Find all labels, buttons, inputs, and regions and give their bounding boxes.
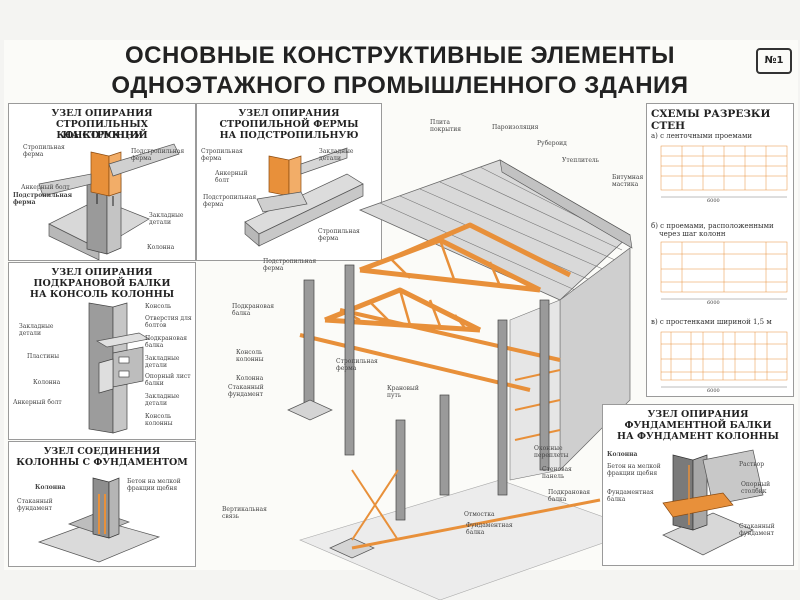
label-foundation: Стаканный фундамент [739,523,775,537]
label-main-column-console: Консоль колонны [236,349,264,363]
scheme-a-caption: а) с ленточными проемами [651,132,753,140]
label-main-crane-beam-2: Подкрановая балка [548,489,591,503]
sheet-number-badge: №1 [756,48,792,74]
label-embedded: Закладные детали [149,212,184,226]
panel-heading-line3: НА ФУНДАМЕНТ КОЛОННЫ [617,431,779,442]
scheme-c-dim: 6000 [707,388,720,394]
label-subtruss: Подстропильная ферма [203,194,257,208]
label-main-subtruss: Подстропильная ферма [263,258,317,272]
label-concrete: Бетон на мелкой фракции щебня [127,478,181,492]
label-column: Колонна [147,244,175,251]
label-column-console: Консоль колонны [145,413,173,427]
foundation-beam-drawing [662,449,764,556]
scheme-c-caption: в) с простенками шириной 1,5 м [651,318,772,326]
label-foundation: Стаканный фундамент [17,498,53,512]
scheme-b-dim: 6000 [707,300,720,306]
label-ruberoid: Рубероид [537,140,567,147]
crane-beam-drawing [88,302,150,434]
label-anchor-bolt: Анкерный болт [215,170,248,184]
label-crane-way: Крановый путь [387,385,419,399]
panel-heading-line1: УЗЕЛ ОПИРАНИЯ [647,409,749,420]
label-concrete: Бетон на мелкой фракции щебня [607,463,661,477]
label-support-post: Опорный столбик [741,481,771,495]
panel-truss-column: УЗЕЛ ОПИРАНИЯ СТРОПИЛЬНЫХ КОНСТРУКЦИЙ НА… [8,103,196,261]
poster-title-line2: ОДНОЭТАЖНОГО ПРОМЫШЛЕННОГО ЗДАНИЯ [111,72,689,99]
label-main-crane-beam: Подкрановая балка [232,303,275,317]
label-console: Консоль [145,303,172,310]
panel-truss-subtruss: УЗЕЛ ОПИРАНИЯ СТРОПИЛЬНОЙ ФЕРМЫ НА ПОДСТ… [196,103,382,261]
label-truss: Стропильная ферма [23,144,65,158]
panel-heading-line2: СТРОПИЛЬНЫХ КОНСТРУКЦИЙ [56,119,148,141]
label-column: Колонна [607,451,638,458]
panel-heading-line2: ФУНДАМЕНТНОЙ БАЛКИ [624,420,772,431]
panel-foundation-beam: УЗЕЛ ОПИРАНИЯ ФУНДАМЕНТНОЙ БАЛКИ НА ФУНД… [602,404,794,566]
label-embedded: Закладные детали [19,323,54,337]
label-plates: Пластины [27,353,60,360]
truss-subtruss-drawing [244,147,364,247]
label-subtruss-right: Подстропильная ферма [131,148,185,162]
label-bitumen-mastic: Битумная мастика [612,174,644,188]
poster-title-line1: ОСНОВНЫЕ КОНСТРУКТИВНЫЕ ЭЛЕМЕНТЫ [125,42,675,69]
panel-heading-line1: УЗЕЛ ОПИРАНИЯ [51,108,153,119]
panel-heading-line2: ПОДКРАНОВОЙ БАЛКИ [33,278,171,289]
label-foundation-beam: Фундаментная балка [607,489,654,503]
label-main-truss-2: Стропильная ферма [336,358,378,372]
panel-heading-line1: УЗЕЛ ОПИРАНИЯ [51,267,153,278]
label-vapor-barrier: Пароизоляция [492,124,539,131]
label-embedded: Закладные детали [319,148,354,162]
label-embedded-2: Закладные детали [145,355,180,369]
label-foundation-beam: Фундаментная балка [466,522,513,536]
wall-schemes-drawing [660,145,788,388]
label-column: Колонна [33,379,61,386]
label-main-column: Колонна [236,375,264,382]
scheme-a-dim: 6000 [707,198,720,204]
label-mortar: Раствор [739,461,765,468]
panel-heading-line3: НА КОЛОННУ [62,130,142,141]
scheme-b-caption-line1: б) с проемами, расположенными [651,222,774,230]
panel-heading-line1: УЗЕЛ СОЕДИНЕНИЯ [43,446,161,457]
column-foundation-drawing [37,477,161,563]
label-main-foundation: Стаканный фундамент [228,384,264,398]
label-crane-beam: Подкрановая балка [145,335,188,349]
label-anchor-bolt: Анкерный болт [13,399,62,406]
panel-heading-line3: НА КОНСОЛЬ КОЛОННЫ [29,289,175,300]
label-vertical-tie: Вертикальная связь [222,506,267,520]
panel-heading-line2: СТРОПИЛЬНОЙ ФЕРМЫ [219,119,359,130]
label-support-sheet: Опорный лист балки [145,373,191,387]
panel-heading-line2: КОЛОННЫ С ФУНДАМЕНТОМ [16,457,188,468]
panel-heading-line3: НА ПОДСТРОПИЛЬНУЮ [219,130,359,141]
label-main-truss: Стропильная ферма [318,228,360,242]
label-window-frames: Оконные переплеты [534,445,569,459]
label-bolt-holes: Отверстия для болтов [145,315,192,329]
label-truss: Стропильная ферма [201,148,243,162]
label-anchor-bolt: Анкерный болт [21,184,70,191]
scheme-b-caption-line2: через шаг колонн [659,230,726,238]
panel-column-foundation: УЗЕЛ СОЕДИНЕНИЯ КОЛОННЫ С ФУНДАМЕНТОМ Ко… [8,441,196,567]
label-embedded-3: Закладные детали [145,393,180,407]
label-subtruss: Подстропильная ферма [13,192,73,206]
label-insulation: Утеплитель [562,157,599,164]
panel-crane-beam: УЗЕЛ ОПИРАНИЯ ПОДКРАНОВОЙ БАЛКИ НА КОНСО… [8,262,196,440]
panel-heading-line1: УЗЕЛ ОПИРАНИЯ [238,108,340,119]
schemes-heading: СХЕМЫ РАЗРЕЗКИ СТЕН [651,108,771,132]
label-roof-slab: Плита покрытия [430,119,462,133]
label-column: Колонна [35,484,66,491]
panel-wall-schemes: СХЕМЫ РАЗРЕЗКИ СТЕН а) с ленточными прое… [646,103,794,397]
truss-column-drawing [38,143,180,260]
label-wall-panel: Стеновая панель [542,466,572,480]
label-blind-area: Отмостка [464,511,495,518]
